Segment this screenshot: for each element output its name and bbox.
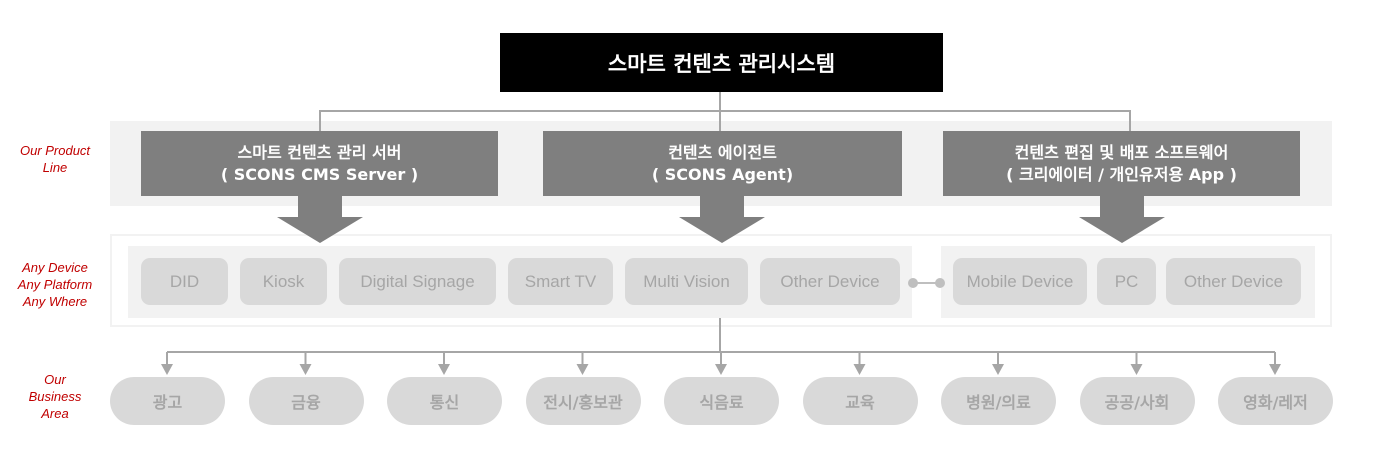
device-multi-vision: Multi Vision bbox=[625, 258, 748, 305]
down-arrow-icon bbox=[277, 196, 363, 243]
down-arrow-icon bbox=[679, 196, 765, 243]
product-sub: ( SCONS Agent) bbox=[651, 164, 794, 184]
label-line: Any Platform bbox=[17, 277, 93, 292]
business-area-pill: 병원/의료 bbox=[941, 377, 1056, 425]
connector-line bbox=[319, 110, 1131, 112]
product-cms-server: 스마트 컨텐츠 관리 서버 ( SCONS CMS Server ) bbox=[141, 131, 498, 196]
product-sub: ( SCONS CMS Server ) bbox=[220, 164, 419, 184]
system-title: 스마트 컨텐츠 관리시스템 bbox=[500, 33, 943, 92]
arrow-head-icon bbox=[161, 364, 173, 375]
label-line: Our Product bbox=[19, 143, 91, 158]
down-arrow-icon bbox=[1079, 196, 1165, 243]
arrow-head-icon bbox=[992, 364, 1004, 375]
product-editor-software: 컨텐츠 편집 및 배포 소프트웨어 ( 크리에이터 / 개인유저용 App ) bbox=[943, 131, 1300, 196]
label-line: Line bbox=[42, 160, 68, 175]
arrow-head-icon bbox=[715, 364, 727, 375]
device-other: Other Device bbox=[760, 258, 900, 305]
business-area-pill: 통신 bbox=[387, 377, 502, 425]
arrow-head-icon bbox=[299, 364, 312, 375]
device-did: DID bbox=[141, 258, 228, 305]
product-name: 스마트 컨텐츠 관리 서버 bbox=[237, 142, 402, 162]
label-line: Business bbox=[28, 389, 82, 404]
product-sub: ( 크리에이터 / 개인유저용 App ) bbox=[1006, 164, 1237, 184]
product-agent: 컨텐츠 에이전트 ( SCONS Agent) bbox=[543, 131, 902, 196]
device-mobile: Mobile Device bbox=[953, 258, 1087, 305]
product-name: 컨텐츠 에이전트 bbox=[668, 142, 777, 162]
label-product-line: Our Product Line bbox=[0, 142, 110, 176]
arrow-head-icon bbox=[438, 364, 450, 375]
device-kiosk: Kiosk bbox=[240, 258, 327, 305]
product-name: 컨텐츠 편집 및 배포 소프트웨어 bbox=[1014, 142, 1229, 162]
arrow-head-icon bbox=[853, 364, 866, 375]
label-platform: Any Device Any Platform Any Where bbox=[0, 259, 110, 310]
device-other-right: Other Device bbox=[1166, 258, 1301, 305]
device-digital-signage: Digital Signage bbox=[339, 258, 496, 305]
business-area-pill: 영화/레저 bbox=[1218, 377, 1333, 425]
arrow-head-icon bbox=[1269, 364, 1281, 375]
link-dot-icon bbox=[935, 278, 945, 288]
label-business-area: Our Business Area bbox=[0, 371, 110, 422]
business-area-pill: 전시/홍보관 bbox=[525, 377, 641, 425]
business-area-pill: 광고 bbox=[110, 377, 225, 425]
device-smart-tv: Smart TV bbox=[508, 258, 613, 305]
label-line: Our bbox=[44, 372, 66, 387]
connector-line bbox=[319, 110, 321, 131]
business-area-pill: 교육 bbox=[802, 377, 918, 425]
label-line: Any Device bbox=[22, 260, 88, 275]
connector-line bbox=[719, 110, 721, 131]
label-line: Area bbox=[41, 406, 69, 421]
connector-line bbox=[1129, 110, 1131, 131]
device-pc: PC bbox=[1097, 258, 1156, 305]
arrow-head-icon bbox=[576, 364, 589, 375]
business-area-pill: 식음료 bbox=[664, 377, 779, 425]
label-line: Any Where bbox=[22, 294, 88, 309]
business-area-pill: 금융 bbox=[248, 377, 364, 425]
link-dot-icon bbox=[908, 278, 918, 288]
business-area-pill: 공공/사회 bbox=[1079, 377, 1195, 425]
arrow-head-icon bbox=[1130, 364, 1143, 375]
